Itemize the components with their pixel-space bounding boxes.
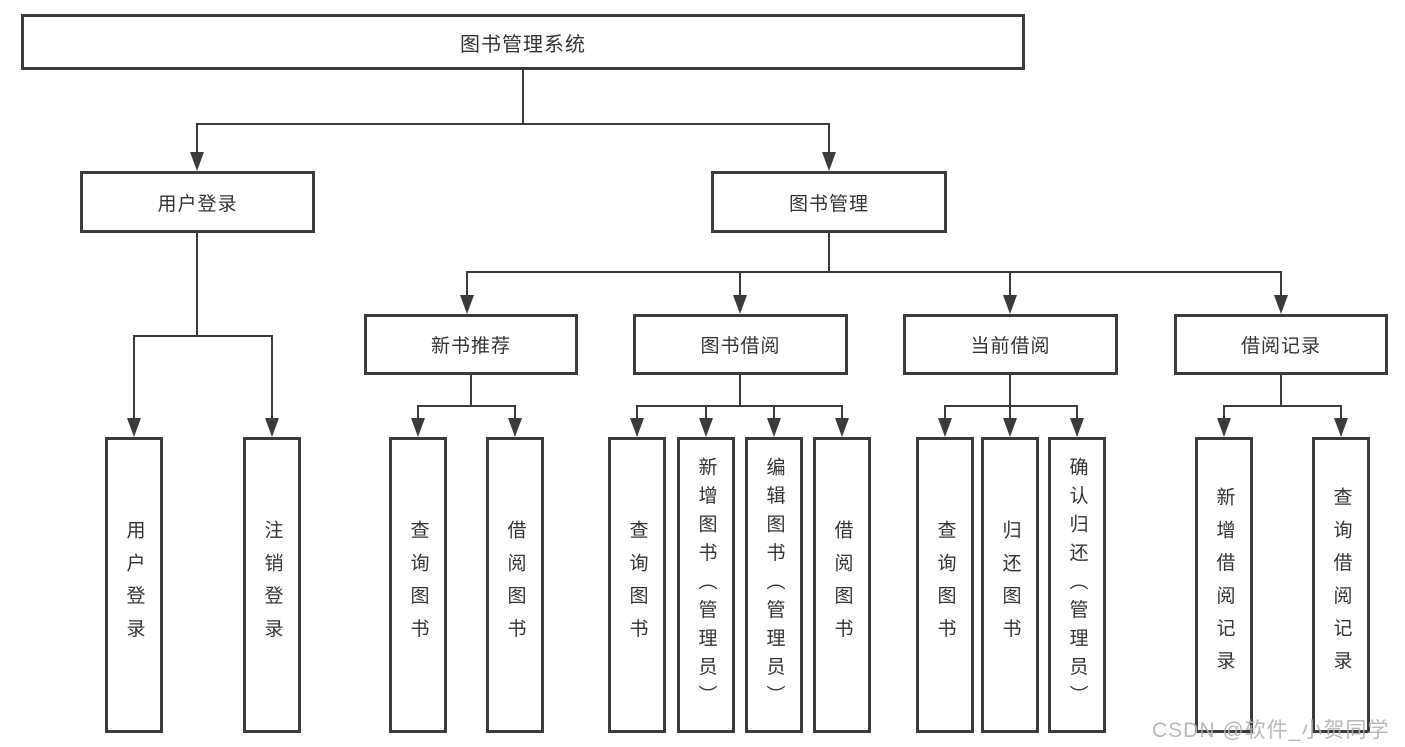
- node-user-login: 用户登录: [80, 171, 315, 233]
- arrowhead-down: [767, 418, 781, 437]
- connector-line: [1009, 271, 1011, 297]
- connector-line: [271, 335, 273, 419]
- arrowhead-down: [190, 152, 204, 171]
- node-borrow-record-label: 借阅记录: [1240, 336, 1321, 357]
- arrowhead-down: [1003, 295, 1017, 314]
- arrowhead-down: [938, 418, 952, 437]
- node-root-label: 图书管理系统: [460, 33, 586, 56]
- connector-line: [841, 405, 843, 419]
- connector-line: [636, 405, 638, 419]
- node-current-borrow-label: 当前借阅: [970, 336, 1051, 357]
- leaf-query-borrow-record-label: 查询借阅记录: [1330, 486, 1352, 684]
- node-root-library-system: 图书管理系统: [21, 14, 1025, 70]
- connector-line: [466, 271, 1282, 273]
- arrowhead-down: [699, 418, 713, 437]
- leaf-query-book-1-label: 查询图书: [407, 519, 429, 651]
- leaf-edit-book-admin: 编辑图书（管理员）: [745, 437, 803, 733]
- leaf-add-borrow-record-label: 新增借阅记录: [1213, 486, 1235, 684]
- leaf-logout-label: 注销登录: [261, 519, 283, 651]
- arrowhead-down: [835, 418, 849, 437]
- connector-line: [417, 405, 419, 419]
- connector-line: [417, 405, 516, 407]
- arrowhead-down: [1334, 418, 1348, 437]
- connector-line: [1340, 405, 1342, 419]
- arrowhead-down: [1217, 418, 1231, 437]
- node-book-borrow: 图书借阅: [633, 314, 848, 375]
- connector-line: [1223, 405, 1342, 407]
- arrowhead-down: [1274, 295, 1288, 314]
- node-new-book-recommend: 新书推荐: [364, 314, 578, 375]
- leaf-add-book-admin-label: 新增图书（管理员）: [695, 456, 717, 714]
- node-book-borrow-label: 图书借阅: [700, 336, 781, 357]
- arrowhead-down: [127, 418, 141, 437]
- connector-line: [828, 123, 830, 154]
- arrowhead-down: [822, 152, 836, 171]
- arrowhead-down: [630, 418, 644, 437]
- leaf-query-book-2-label: 查询图书: [626, 519, 648, 651]
- connector-line: [1076, 405, 1078, 419]
- leaf-borrow-book-2: 借阅图书: [813, 437, 871, 733]
- leaf-query-book-3-label: 查询图书: [934, 519, 956, 651]
- leaf-borrow-book-1-label: 借阅图书: [504, 519, 526, 651]
- connector-line: [944, 405, 946, 419]
- node-borrow-record: 借阅记录: [1174, 314, 1388, 375]
- connector-line: [705, 405, 707, 419]
- leaf-query-book-3: 查询图书: [916, 437, 974, 733]
- arrowhead-down: [508, 418, 522, 437]
- leaf-borrow-book-1: 借阅图书: [486, 437, 544, 733]
- leaf-query-book-2: 查询图书: [608, 437, 666, 733]
- connector-line: [1009, 375, 1011, 407]
- leaf-user-login: 用户登录: [105, 437, 163, 733]
- leaf-edit-book-admin-label: 编辑图书（管理员）: [763, 456, 785, 714]
- leaf-user-login-label: 用户登录: [123, 519, 145, 651]
- leaf-return-book-label: 归还图书: [999, 519, 1021, 651]
- leaf-add-borrow-record: 新增借阅记录: [1195, 437, 1253, 733]
- leaf-logout: 注销登录: [243, 437, 301, 733]
- connector-line: [944, 405, 1078, 407]
- leaf-confirm-return-admin-label: 确认归还（管理员）: [1066, 456, 1088, 714]
- node-book-management: 图书管理: [711, 171, 947, 233]
- connector-line: [828, 233, 830, 273]
- leaf-query-book-1: 查询图书: [389, 437, 447, 733]
- connector-line: [1009, 405, 1011, 419]
- arrowhead-down: [1003, 418, 1017, 437]
- connector-line: [1280, 375, 1282, 407]
- arrowhead-down: [733, 295, 747, 314]
- connector-line: [196, 123, 830, 125]
- leaf-confirm-return-admin: 确认归还（管理员）: [1048, 437, 1106, 733]
- leaf-query-borrow-record: 查询借阅记录: [1312, 437, 1370, 733]
- node-user-login-label: 用户登录: [157, 193, 238, 215]
- arrowhead-down: [411, 418, 425, 437]
- connector-line: [739, 271, 741, 297]
- node-book-management-label: 图书管理: [788, 193, 869, 215]
- arrowhead-down: [1070, 418, 1084, 437]
- node-current-borrow: 当前借阅: [903, 314, 1118, 375]
- connector-line: [133, 335, 135, 419]
- arrowhead-down: [460, 295, 474, 314]
- connector-line: [133, 335, 273, 337]
- connector-line: [739, 375, 741, 407]
- csdn-watermark: CSDN @软件_小贺同学: [1152, 719, 1390, 742]
- connector-line: [514, 405, 516, 419]
- leaf-borrow-book-2-label: 借阅图书: [831, 519, 853, 651]
- arrowhead-down: [265, 418, 279, 437]
- leaf-return-book: 归还图书: [981, 437, 1039, 733]
- leaf-add-book-admin: 新增图书（管理员）: [677, 437, 735, 733]
- connector-line: [196, 123, 198, 154]
- connector-line: [773, 405, 775, 419]
- connector-line: [636, 405, 843, 407]
- connector-line: [522, 68, 524, 124]
- connector-line: [1223, 405, 1225, 419]
- connector-line: [470, 375, 472, 407]
- connector-line: [466, 271, 468, 297]
- node-new-book-recommend-label: 新书推荐: [430, 336, 511, 357]
- connector-line: [1280, 271, 1282, 297]
- connector-line: [196, 233, 198, 337]
